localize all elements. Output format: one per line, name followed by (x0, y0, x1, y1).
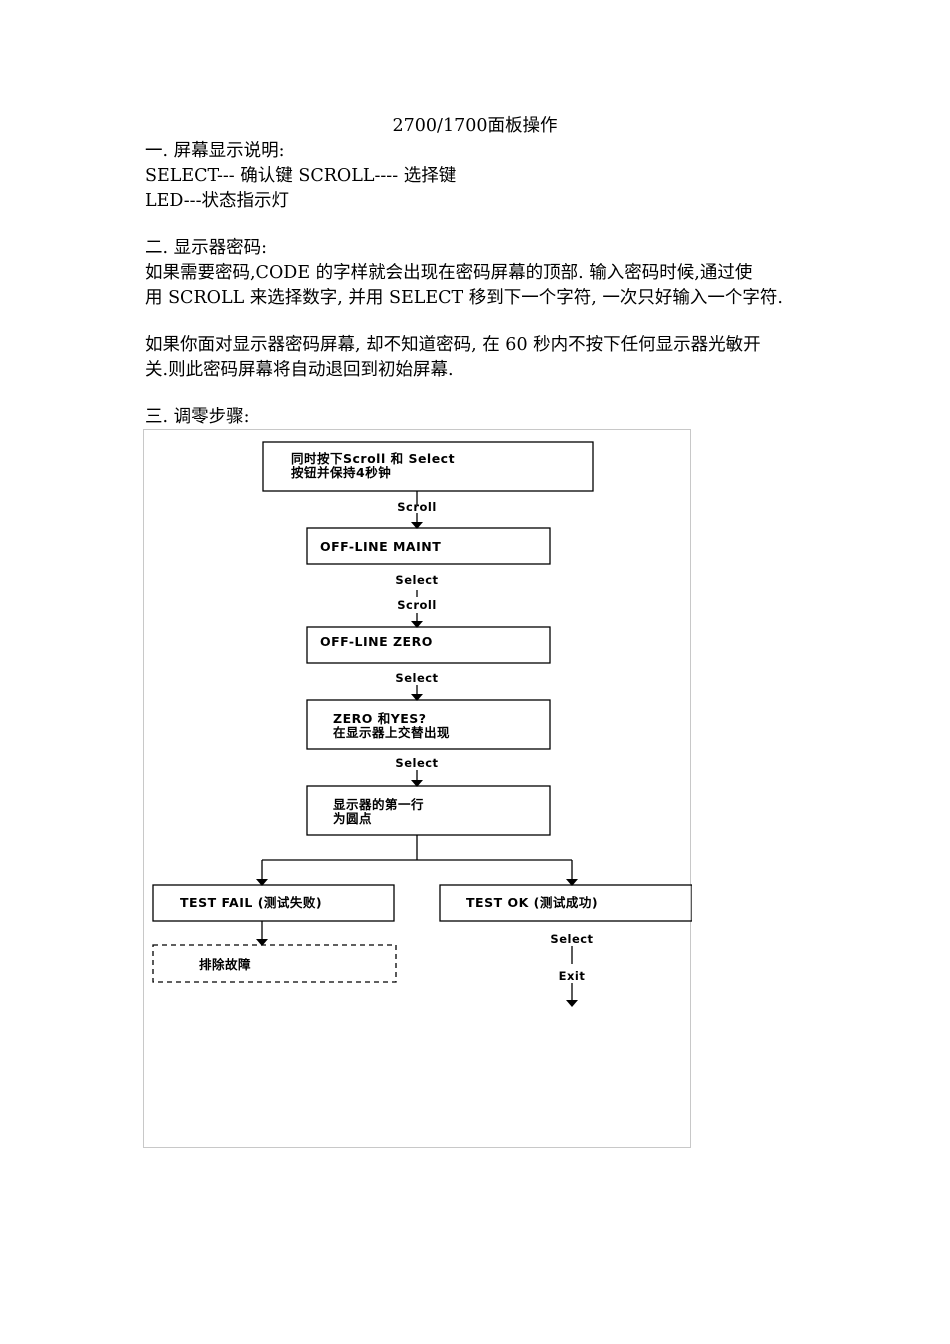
section2-para1-line1: 如果需要密码,CODE 的字样就会出现在密码屏幕的顶部. 输入密码时候,通过使 (145, 263, 753, 283)
section3-heading: 三. 调零步骤: (145, 407, 250, 427)
label-scroll-2: Scroll (397, 598, 437, 612)
arrowhead (566, 1000, 578, 1007)
flow-box-start (262, 441, 594, 492)
flow-box-offline-maint (306, 527, 551, 565)
step3-offline-zero: OFF-LINE ZERO (320, 634, 433, 649)
step5-line2: 为圆点 (333, 811, 372, 826)
section1-led-line: LED---状态指示灯 (145, 191, 289, 211)
page-title: 2700/1700面板操作 (392, 116, 558, 136)
flow-box-zero-yes (306, 699, 551, 750)
flowchart-diagram: 同时按下Scroll 和 Select 按钮并保持4秒钟 Scroll OFF-… (152, 441, 692, 1007)
flow-box-dots (306, 785, 551, 836)
arrowhead (566, 879, 578, 886)
label-scroll-1: Scroll (397, 500, 437, 514)
arrowhead (411, 780, 423, 787)
arrowhead (411, 522, 423, 529)
step1-line2: 按钮并保持4秒钟 (291, 465, 391, 480)
step2-offline-maint: OFF-LINE MAINT (320, 539, 441, 554)
arrowhead (411, 621, 423, 628)
flow-box-troubleshoot (152, 944, 397, 983)
label-select-4: Select (550, 932, 593, 946)
troubleshoot-label: 排除故障 (199, 957, 251, 972)
arrowhead (256, 939, 268, 946)
section1-heading: 一. 屏幕显示说明: (145, 141, 285, 161)
arrowhead (411, 694, 423, 701)
arrowhead (256, 879, 268, 886)
section2-heading: 二. 显示器密码: (145, 238, 268, 258)
step1-line1: 同时按下Scroll 和 Select (291, 451, 455, 466)
step4-line1: ZERO 和YES? (333, 711, 427, 726)
label-select-1: Select (395, 573, 438, 587)
step4-line2: 在显示器上交替出现 (333, 725, 450, 740)
flowchart-figure: 同时按下Scroll 和 Select 按钮并保持4秒钟 Scroll OFF-… (143, 429, 692, 1148)
section2-para2-line2: 关.则此密码屏幕将自动退回到初始屏幕. (145, 360, 454, 380)
section2-para1-line2: 用 SCROLL 来选择数字, 并用 SELECT 移到下一个字符, 一次只好输… (145, 288, 783, 308)
label-select-2: Select (395, 671, 438, 685)
section1-key-line: SELECT--- 确认键 SCROLL---- 选择键 (145, 166, 457, 186)
label-exit: Exit (559, 969, 586, 983)
section2-para2-line1: 如果你面对显示器密码屏幕, 却不知道密码, 在 60 秒内不按下任何显示器光敏开 (145, 335, 761, 355)
label-select-3: Select (395, 756, 438, 770)
flow-box-test-ok (439, 884, 692, 922)
flow-box-test-fail (152, 884, 395, 922)
test-fail-label: TEST FAIL (测试失败) (180, 895, 322, 910)
flow-box-offline-zero (306, 626, 551, 664)
step5-line1: 显示器的第一行 (333, 797, 424, 812)
test-ok-label: TEST OK (测试成功) (466, 895, 598, 910)
